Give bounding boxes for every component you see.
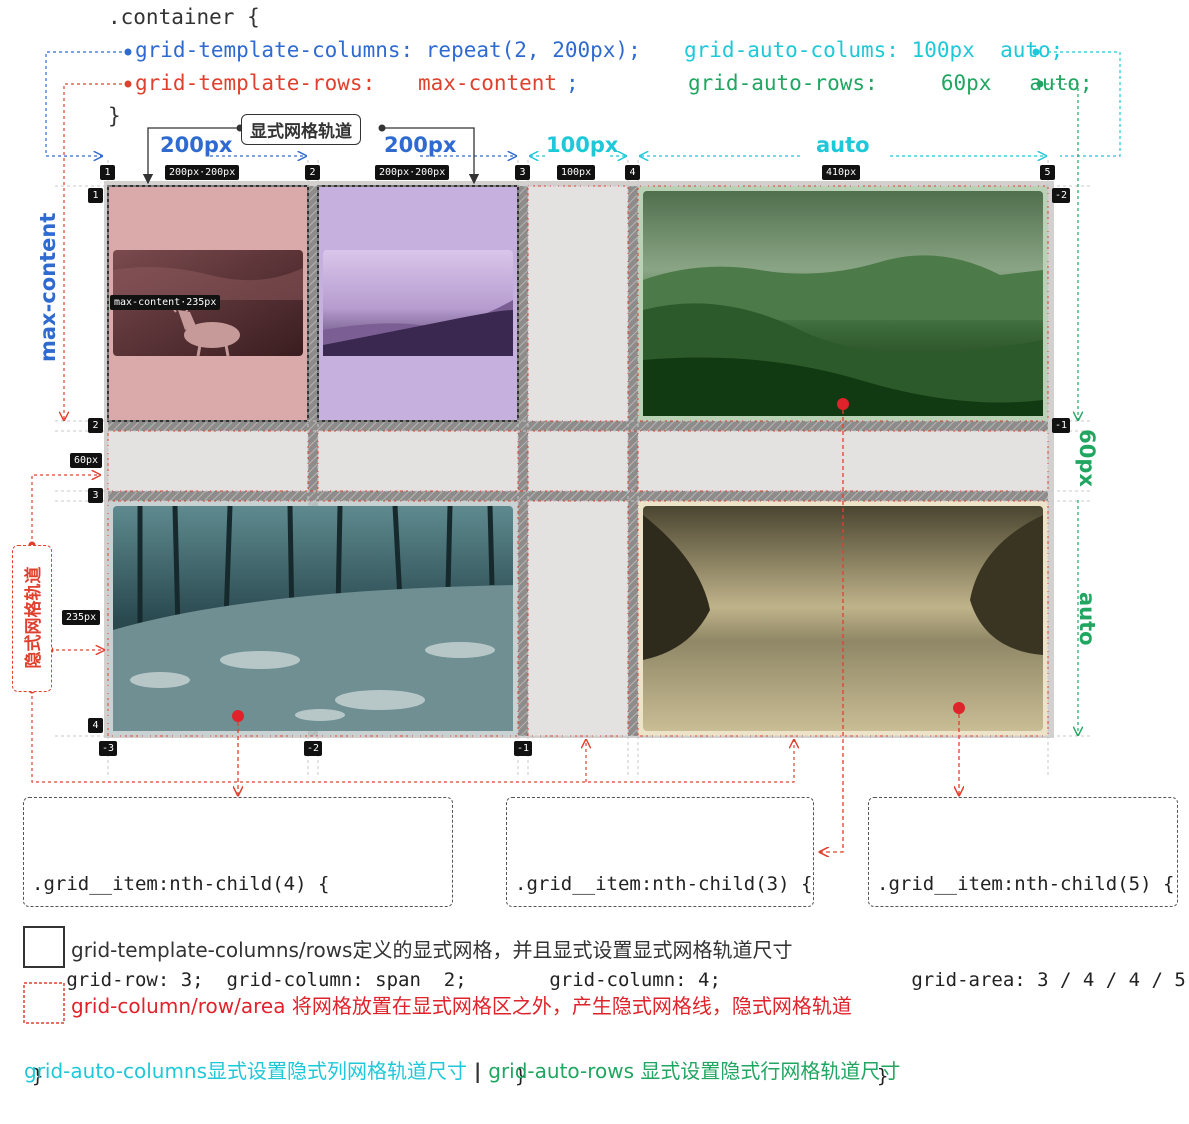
line-number-top-5: 5 [1040,165,1055,180]
image-sea-cliffs [643,506,1043,731]
legend-implicit-box [23,982,65,1024]
line-number-bottom-neg3: -3 [99,741,117,756]
code-container-close: } [108,104,121,128]
row-1-size-label: max-content [36,212,60,362]
implicit-track-pill: 隐式网格轨道 [24,566,44,669]
explicit-track-pill: 显式网格轨道 [241,114,361,145]
code-box-item-5-line-3: } [877,1065,889,1087]
marker-dot-item-5 [953,702,965,714]
tag-row-2: 60px [70,453,103,468]
gap-col-2 [308,186,318,736]
image-purple-mountains [323,250,513,356]
tag-col-1: 200px·200px [165,165,240,180]
line-number-left-1: 1 [88,188,103,203]
legend-auto-line: grid-auto-columns显式设置隐式列网格轨道尺寸 | grid-au… [24,1055,900,1084]
implicit-track-pill-box [12,545,52,692]
code-box-item-4-line-2: grid-row: 3; grid-column: span 2; [32,969,467,991]
tag-row-3: 235px [62,610,101,625]
column-arrows [31,51,1121,783]
tag-row-1: max-content·235px [110,295,221,310]
implicit-row-2 [108,431,1048,491]
code-box-item-3-line-1: .grid__item:nth-child(3) { [515,873,813,895]
line-number-right-neg1: -1 [1052,418,1070,433]
code-box-item-5-line-2: grid-area: 3 / 4 / 4 / 5; [877,969,1189,991]
legend-explicit-text: grid-template-columns/rows定义的显式网格，并且显式设置… [71,938,793,962]
gap-col-4 [628,186,638,736]
legend-implicit-text: grid-column/row/area 将网格放置在显式网格区之外，产生隐式网… [71,994,852,1018]
line-number-bottom-neg2: -2 [304,741,322,756]
legend-explicit-box [23,926,65,968]
gap-col-3 [518,186,528,736]
code-semicolon: ; [566,71,579,95]
guide-lines [55,160,1090,775]
code-box-item-4: .grid__item:nth-child(4) { grid-row: 3; … [23,797,467,1087]
code-container-open: .container { [108,5,260,29]
dot-gtr [124,80,132,88]
line-number-top-4: 4 [625,165,640,180]
code-box-item-5-line-1: .grid__item:nth-child(5) { [877,873,1175,895]
line-number-left-2: 2 [88,418,103,433]
marker-dot-item-4 [232,710,244,722]
code-grid-auto-columns: grid-auto-colums: 100px auto; [684,38,1064,62]
dot-gac [1032,48,1040,56]
dot-gar [1036,80,1044,88]
code-box-item-4-line-1: .grid__item:nth-child(4) { [32,873,330,895]
implicit-col-3-row-3 [528,501,628,736]
implicit-col-3 [528,186,628,421]
marker-dot-item-3 [837,398,849,410]
code-box-item-4-line-3: } [32,1065,44,1087]
tag-col-3: 100px [557,165,596,180]
line-number-left-4: 4 [88,718,103,733]
code-box-item-5: .grid__item:nth-child(5) { grid-area: 3 … [868,797,1189,1087]
code-box-item-3-line-2: grid-column: 4; [515,969,721,991]
legend-auto-columns: grid-auto-columns显式设置隐式列网格轨道尺寸 [24,1059,468,1083]
line-number-left-3: 3 [88,488,103,503]
tag-col-4: 410px [822,165,861,180]
col-4-size-label: auto [816,133,870,157]
line-number-top-2: 2 [305,165,320,180]
code-box-item-3-line-3: } [515,1065,527,1087]
code-grid-auto-rows: grid-auto-rows: 60px auto; [688,71,1093,95]
gap-row-2 [108,421,1048,431]
row-2-size-label: 60px [1075,429,1099,487]
code-box-item-3: .grid__item:nth-child(3) { grid-column: … [506,797,814,1087]
legend-auto-rows: grid-auto-rows 显式设置隐式行网格轨道尺寸 [488,1059,901,1083]
line-number-right-neg2: -2 [1052,188,1070,203]
image-forest [113,505,513,731]
col-3-size-label: 100px [546,133,619,157]
col-1-size-label: 200px [160,133,233,157]
dot-gtc [124,48,132,56]
code-grid-template-rows-value: max-content [418,71,558,95]
tag-col-2: 200px·200px [375,165,450,180]
line-number-top-1: 1 [100,165,115,180]
code-grid-template-columns: grid-template-columns: repeat(2, 200px); [135,38,641,62]
row-3-size-label: auto [1075,592,1099,646]
gap-row-3 [108,491,1048,501]
explicit-bracket [142,127,480,185]
col-2-size-label: 200px [384,133,457,157]
line-number-bottom-neg1: -1 [514,741,532,756]
line-number-top-3: 3 [515,165,530,180]
code-grid-template-rows: grid-template-rows: [135,71,376,95]
image-green-mountains [643,191,1043,416]
connector-lines [238,410,959,852]
legend-separator: | [467,1059,489,1083]
